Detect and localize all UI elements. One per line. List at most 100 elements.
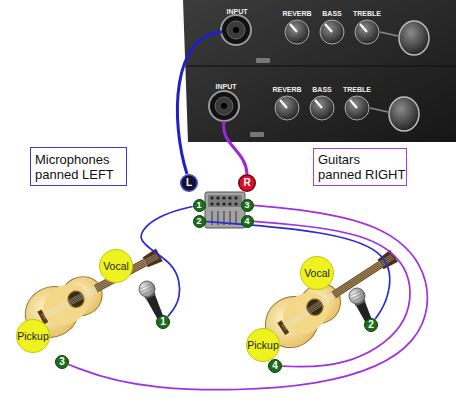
reverb-knob <box>285 20 309 44</box>
callout-number: 3 <box>55 355 69 369</box>
circle-text: Vocal <box>304 268 330 279</box>
panel-label: REVERB <box>272 86 301 93</box>
node-circle <box>181 175 198 192</box>
panel-label: BASS <box>322 10 341 17</box>
knob-pointer <box>315 100 322 108</box>
xlr-input-jack <box>209 91 239 121</box>
node-circle <box>241 199 253 211</box>
mixer-knob <box>234 196 237 199</box>
node-circle <box>100 250 133 283</box>
panel-label: INPUT <box>227 8 248 15</box>
node-circle <box>193 215 205 227</box>
knob-pointer <box>350 100 357 108</box>
node-circle <box>269 360 282 373</box>
circle-text: 3 <box>59 357 65 367</box>
knob-pointer <box>360 24 367 32</box>
circle-text: 3 <box>244 201 249 210</box>
knob-row <box>275 96 419 131</box>
mixer-knob <box>222 196 225 199</box>
toggle-switch <box>256 58 270 63</box>
note-box: Guitars panned RIGHT <box>313 148 407 186</box>
circle-text: Pickup <box>17 331 49 342</box>
left-cable <box>177 32 222 174</box>
node-circle <box>301 257 334 290</box>
jack-hole <box>221 103 227 109</box>
panel-line <box>370 108 388 112</box>
node-circle <box>247 329 280 362</box>
panel-label: TREBLE <box>343 86 371 93</box>
bass-knob <box>310 96 334 120</box>
circle-text: 4 <box>244 217 249 226</box>
node-circle <box>17 320 50 353</box>
signal-cable <box>205 221 389 319</box>
mixer-knob <box>234 202 237 205</box>
volume-knob <box>389 97 419 131</box>
amplifier-panel <box>183 0 456 142</box>
circle-text: 2 <box>196 217 201 226</box>
toggle-switch <box>250 132 264 137</box>
signal-cable <box>69 205 428 389</box>
circle-text: 1 <box>160 317 166 327</box>
box-text: Microphones panned LEFT <box>35 152 126 182</box>
reverb-knob <box>275 96 299 120</box>
callout-number: 3 <box>241 199 254 212</box>
source-circle: Vocal <box>300 256 334 290</box>
mixer-knob <box>210 202 213 205</box>
panel-divider <box>186 66 456 67</box>
circle-text: Pickup <box>247 340 279 351</box>
knob-row <box>285 20 429 55</box>
source-circle: Pickup <box>16 319 50 353</box>
circle-text: Vocal <box>103 261 129 272</box>
mixer-knob <box>222 202 225 205</box>
panel-label: TREBLE <box>353 10 381 17</box>
callout-number: 1 <box>193 199 206 212</box>
treble-knob <box>355 20 379 44</box>
fader <box>236 211 237 225</box>
volume-knob <box>399 21 429 55</box>
panel-label: BASS <box>312 86 331 93</box>
mixer-knob <box>228 202 231 205</box>
mixer-knobs <box>210 196 237 205</box>
circle-text: R <box>243 178 250 188</box>
knob-pointer <box>280 100 287 108</box>
xlr-input-jack <box>221 15 251 45</box>
circle-text: L <box>186 178 192 188</box>
note-box: Microphones panned LEFT <box>30 147 127 186</box>
treble-knob <box>345 96 369 120</box>
source-circle: Pickup <box>246 328 280 362</box>
source-circle: Vocal <box>99 249 133 283</box>
callout-number: 2 <box>364 318 378 332</box>
callout-number: 1 <box>156 315 170 329</box>
knob-pointer <box>325 24 332 32</box>
callout-number: 4 <box>241 215 254 228</box>
node-circle <box>239 175 256 192</box>
jack-hole <box>233 27 239 33</box>
panel-label: INPUT <box>216 83 237 90</box>
mixer-knob-strip <box>208 195 242 207</box>
jack-socket <box>215 97 233 115</box>
node-circle <box>241 215 253 227</box>
circle-text: 2 <box>368 320 374 330</box>
node-circle <box>365 319 378 332</box>
mixer-knob <box>216 202 219 205</box>
box-text: Guitars panned RIGHT <box>318 152 406 182</box>
mixer-knob <box>210 196 213 199</box>
jack-socket <box>227 21 245 39</box>
bass-knob <box>320 20 344 44</box>
mixer-knob <box>216 196 219 199</box>
mixer-knob <box>228 196 231 199</box>
circle-text: 1 <box>196 201 201 210</box>
channel-circle: R <box>238 174 256 192</box>
callout-number: 4 <box>268 359 282 373</box>
signal-cable <box>141 206 193 316</box>
panel-line <box>380 32 398 36</box>
node-circle <box>56 356 69 369</box>
callout-number: 2 <box>193 215 206 228</box>
node-circle <box>193 199 205 211</box>
node-circle <box>157 316 170 329</box>
